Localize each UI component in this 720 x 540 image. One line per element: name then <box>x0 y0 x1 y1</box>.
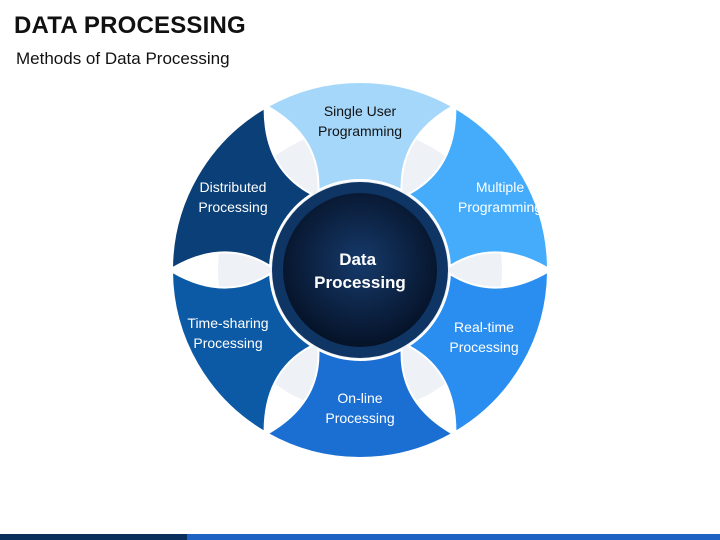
segment-shape-online-processing <box>265 348 455 459</box>
segment-shape-single-user-programming <box>265 81 455 192</box>
segment-shape-time-sharing-processing <box>170 269 314 434</box>
segment-shape-real-time-processing <box>406 269 550 434</box>
center-hub <box>283 193 437 347</box>
segment-shape-multiple-programming <box>406 106 550 271</box>
center-label: Data Processing <box>314 250 406 292</box>
bottom-accent-bar <box>0 534 720 540</box>
page-title: DATA PROCESSING <box>14 12 246 39</box>
page-subtitle: Methods of Data Processing <box>16 49 230 68</box>
segment-shape-distributed-processing <box>170 106 314 271</box>
